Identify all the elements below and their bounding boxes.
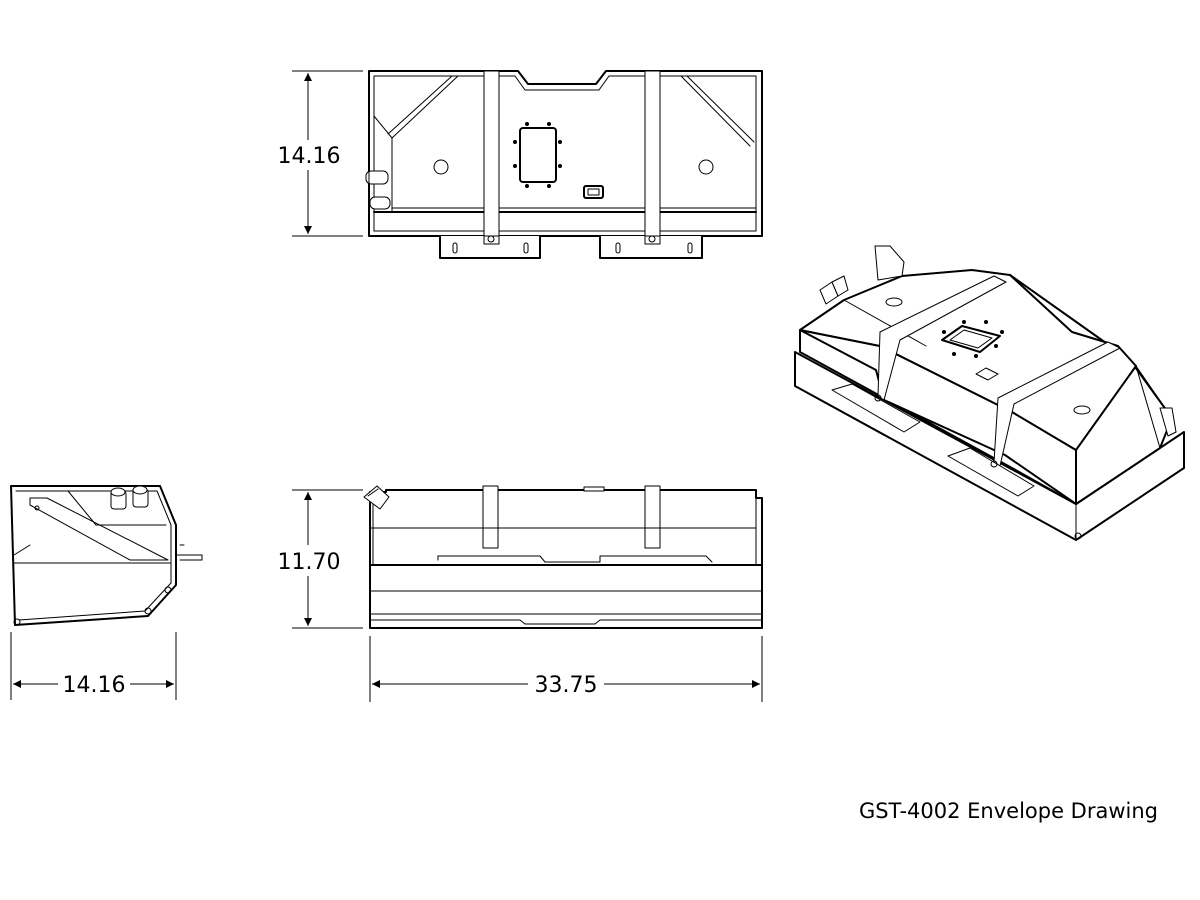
dim-side-view-width-label: 14.16 [63,673,126,698]
side-view [10,485,203,626]
dim-front-view-height-label: 11.70 [278,550,341,575]
isometric-view [794,245,1185,541]
dim-front-view-length-label: 33.75 [535,673,598,698]
dim-front-view-height: 11.70 [278,489,363,629]
dim-top-view-depth: 14.16 [278,70,363,237]
drawing-title: GST-4002 Envelope Drawing [859,799,1158,823]
dim-front-view-length: 33.75 [369,636,763,702]
top-view [365,70,763,259]
dim-top-view-depth-label: 14.16 [278,144,341,169]
dim-side-view-width: 14.16 [10,632,177,700]
front-view [363,485,763,629]
